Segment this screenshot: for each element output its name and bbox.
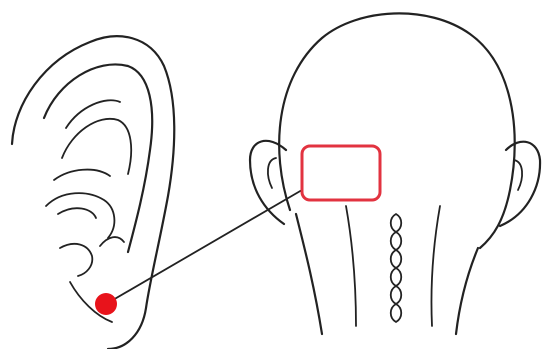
neck-right (456, 248, 478, 334)
ear-tragus (60, 244, 92, 276)
head-outline (279, 13, 515, 248)
ear-crus-lower (54, 170, 110, 180)
ear-antihelix (62, 119, 131, 174)
spine-vertebrae (391, 214, 402, 322)
ear-concha (46, 193, 114, 238)
head-left-ear (250, 141, 286, 224)
head-back-view (250, 13, 540, 334)
ear-antitragus (100, 237, 124, 246)
neck-left (296, 214, 322, 334)
head-right-ear-inner (514, 160, 522, 190)
red-dot-earlobe (95, 293, 117, 315)
ear-inner-rim (44, 64, 152, 252)
ear-concha-inner (58, 208, 96, 218)
ear-outline (12, 36, 174, 349)
neck-muscle-right (431, 206, 440, 326)
ear-helix (12, 36, 174, 349)
leader-line (106, 190, 302, 304)
head-left-ear-inner (268, 158, 276, 188)
neck-muscle-left (346, 206, 356, 326)
neck-base-rectangle (302, 146, 380, 200)
